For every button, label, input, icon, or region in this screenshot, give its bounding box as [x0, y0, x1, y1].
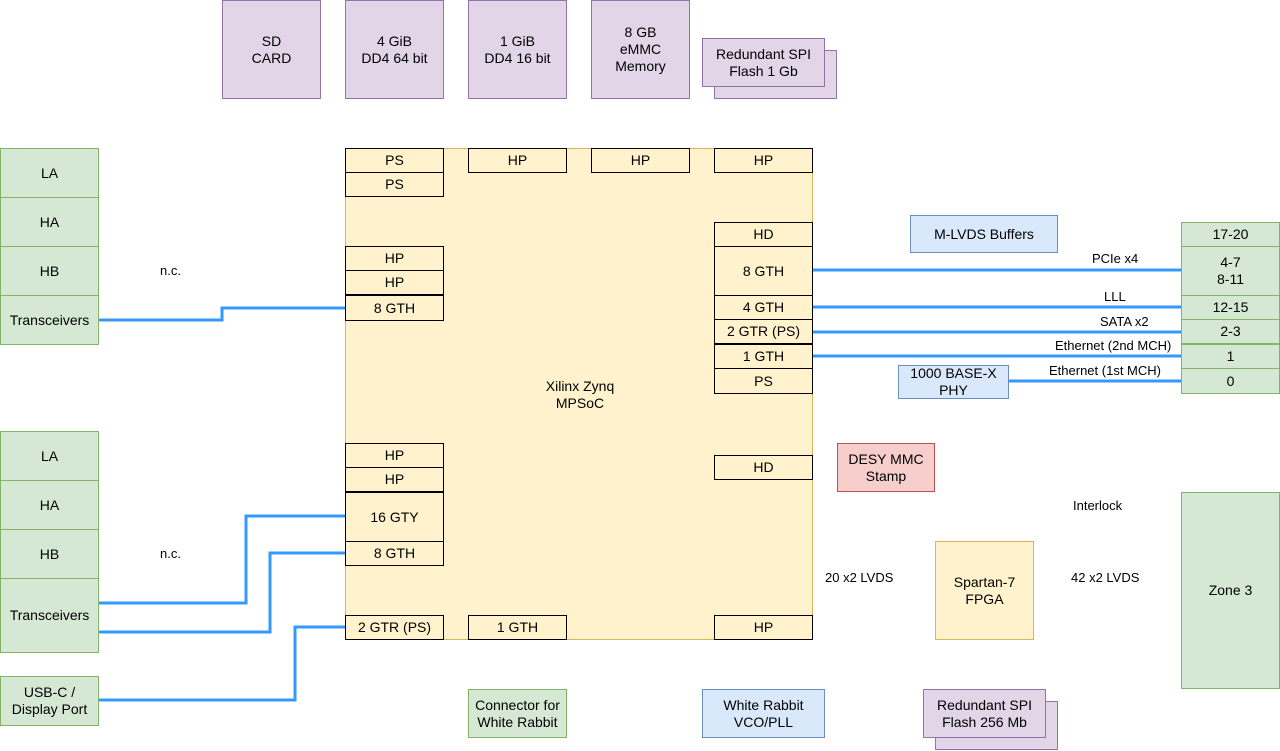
zone2-port-3: 12-15 — [1181, 295, 1280, 320]
zynq-right-port-2: 8 GTH — [714, 246, 813, 296]
zynq-top-port-1: PS — [345, 148, 444, 173]
zynq-left-lower-4: 8 GTH — [345, 541, 444, 566]
sata-link-label: SATA x2 — [1100, 314, 1149, 329]
zynq-top-port-2: HP — [468, 148, 567, 173]
fmc2-la: LA — [0, 431, 99, 481]
fmc1-ha: HA — [0, 197, 99, 247]
ddr4-16bit-block: 1 GiB DD4 16 bit — [468, 0, 567, 99]
zynq-left-upper-2: HP — [345, 270, 444, 295]
zynq-bottom-port-3: HP — [714, 615, 813, 640]
white-rabbit-connector: Connector for White Rabbit — [468, 689, 567, 738]
zynq-right-port-4: 2 GTR (PS) — [714, 319, 813, 344]
fmc2-transceivers: Transceivers — [0, 578, 99, 653]
emmc-block: 8 GB eMMC Memory — [591, 0, 690, 99]
mlvds-buffers: M-LVDS Buffers — [910, 215, 1058, 253]
zone3: Zone 3 — [1181, 492, 1280, 689]
zynq-bottom-port-1: 2 GTR (PS) — [345, 615, 444, 640]
lvds20-label: 20 x2 LVDS — [825, 570, 894, 585]
interlock-label: Interlock — [1073, 498, 1123, 513]
usb-c-display-port: USB-C / Display Port — [0, 676, 99, 726]
zone2-port-2: 4-7 8-11 — [1181, 246, 1280, 296]
wire-fmc2-gty — [99, 514, 345, 605]
zynq-top-port-4: HP — [714, 148, 813, 173]
zone2-port-1: 17-20 — [1181, 222, 1280, 247]
zynq-top-port-3: HP — [591, 148, 690, 173]
fmc2-nc-label: n.c. — [160, 546, 181, 561]
sd-card-block: SD CARD — [222, 0, 321, 99]
fmc1-transceivers: Transceivers — [0, 295, 99, 345]
zynq-left-lower-1: HP — [345, 443, 444, 468]
zynq-right-hd-port: HD — [714, 455, 813, 480]
white-rabbit-vco-pll: White Rabbit VCO/PLL — [702, 689, 825, 738]
ddr4-64bit-block: 4 GiB DD4 64 bit — [345, 0, 444, 99]
desy-mmc-stamp: DESY MMC Stamp — [837, 443, 935, 492]
wire-usb-gtr — [99, 625, 345, 702]
zynq-left-upper-3: 8 GTH — [345, 295, 444, 321]
fmc1-hb: HB — [0, 246, 99, 296]
eth2-link-label: Ethernet (2nd MCH) — [1055, 338, 1172, 353]
zynq-right-port-3: 4 GTH — [714, 295, 813, 320]
lll-link-label: LLL — [1104, 289, 1126, 304]
eth1-link-label: Ethernet (1st MCH) — [1049, 363, 1161, 378]
wire-fmc2-gth — [99, 551, 345, 634]
fmc2-ha: HA — [0, 480, 99, 530]
fmc2-hb: HB — [0, 529, 99, 579]
spartan7-fpga: Spartan-7 FPGA — [935, 541, 1034, 640]
lvds42-label: 42 x2 LVDS — [1071, 570, 1140, 585]
zone2-port-4: 2-3 — [1181, 319, 1280, 344]
pcie-link-label: PCIe x4 — [1092, 251, 1139, 266]
fmc1-nc-label: n.c. — [160, 263, 181, 278]
zynq-label: Xilinx Zynq MPSoC — [545, 378, 615, 411]
fmc1-la: LA — [0, 148, 99, 198]
ethernet-phy: 1000 BASE-X PHY — [898, 365, 1009, 399]
zynq-ps-port: PS — [345, 172, 444, 197]
zynq-left-lower-2: HP — [345, 467, 444, 492]
zynq-bottom-port-2: 1 GTH — [468, 615, 567, 640]
wire-fmc1-transceivers — [99, 306, 345, 322]
zynq-right-port-6: PS — [714, 368, 813, 394]
spi-flash-1gb-block: Redundant SPI Flash 1 Gb — [702, 38, 825, 87]
zone2-port-6: 0 — [1181, 368, 1280, 394]
spi-flash-256-block: Redundant SPI Flash 256 Mb — [923, 689, 1046, 738]
